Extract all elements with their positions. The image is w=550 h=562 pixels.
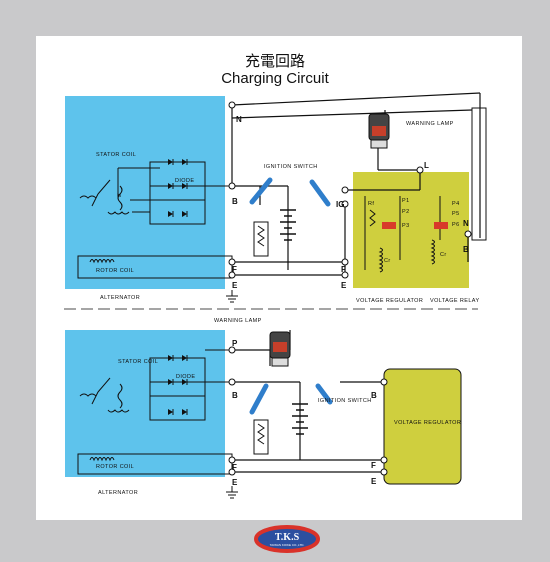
terminal-b-reg-top: B — [463, 245, 469, 254]
warning-lamp-icon-bottom — [269, 331, 291, 367]
terminal-f-top: F — [232, 265, 237, 274]
resistor-icon — [253, 221, 269, 257]
terminal-f-reg-bottom: F — [371, 461, 376, 470]
diode-label-top: DIODE — [175, 178, 194, 184]
ignition-switch-blade-top — [309, 179, 331, 207]
stator-coil-top — [79, 167, 160, 215]
terminal-p-bottom: P — [232, 339, 238, 348]
terminal-e-bottom: E — [232, 478, 238, 487]
terminal-b-bottom: B — [232, 391, 238, 400]
ignition-switch-label-top: IGNITION SWITCH — [264, 164, 318, 170]
regulator-box-bottom — [383, 368, 462, 485]
title-english: Charging Circuit — [221, 70, 329, 87]
alternator-box-top — [65, 96, 225, 289]
logo-text: T.K.S — [275, 532, 300, 543]
terminal-f-bottom: F — [232, 463, 237, 472]
tks-logo: T.K.S TAIWAN KOIKE CO.,LTD. — [254, 525, 320, 553]
logo-subtext: TAIWAN KOIKE CO.,LTD. — [270, 543, 305, 547]
stator-coil-label-bottom: STATOR COIL — [118, 359, 158, 365]
rf-label: Rf — [368, 201, 374, 207]
regulator-box-top — [353, 172, 469, 288]
terminal-n-reg-top: N — [463, 219, 469, 228]
ignition-switch-label-bottom: IGNITION SWITCH — [318, 398, 372, 404]
top-diagram: STATOR COIL N DIODE ROTOR COIL ALTERNATO… — [64, 92, 487, 310]
terminal-e-top: E — [232, 281, 238, 290]
bottom-diagram: STATOR COIL DIODE ROTOR COIL ALTERNATOR … — [65, 318, 462, 499]
terminal-ig-top: IG — [336, 200, 344, 209]
rotor-coil-label-top: ROTOR COIL — [96, 268, 134, 274]
p2-label: P2 — [402, 209, 410, 215]
title-chinese: 充電回路 — [244, 52, 305, 70]
terminal-b-reg-bottom: B — [371, 391, 377, 400]
ignition-switch-blade-bottom — [315, 383, 333, 405]
diode-bridge-top — [130, 161, 232, 225]
terminal-b-top: B — [232, 197, 238, 206]
alternator-label-top: ALTERNATOR — [100, 295, 140, 301]
p4-label: P4 — [452, 201, 460, 207]
terminal-e-reg-top: E — [341, 281, 347, 290]
cr-label-2: Cr — [440, 252, 447, 258]
rotor-coil-label-bottom: ROTOR COIL — [96, 464, 134, 470]
terminal-e-reg-bottom: E — [371, 477, 377, 486]
alternator-label-bottom: ALTERNATOR — [98, 490, 138, 496]
ignition-switch-key-bottom — [249, 383, 269, 415]
diode-label-bottom: DIODE — [176, 374, 195, 380]
voltage-regulator-label-top: VOLTAGE REGULATOR — [356, 298, 423, 304]
terminal-l-top: L — [424, 161, 429, 170]
terminal-f-reg-top: F — [341, 265, 346, 274]
p3-label: P3 — [402, 223, 410, 229]
n-label-top: N — [117, 193, 121, 199]
cr-label-1: Cr — [384, 258, 391, 264]
voltage-regulator-label-bottom: VOLTAGE REGULATOR — [394, 420, 461, 426]
terminal-n-top: N — [236, 115, 242, 124]
battery-icon — [280, 209, 296, 241]
p5-label: P5 — [452, 211, 460, 217]
p1-label: P1 — [402, 198, 410, 204]
voltage-relay-label-top: VOLTAGE RELAY — [430, 298, 480, 304]
warning-lamp-label-bottom: WARNING LAMP — [214, 318, 262, 324]
contact-point-icon — [382, 222, 396, 229]
stator-coil-label-top: STATOR COIL — [96, 152, 136, 158]
ignition-switch-key-top — [249, 177, 273, 205]
contact-point-icon — [434, 222, 448, 229]
warning-lamp-label-top: WARNING LAMP — [406, 121, 454, 127]
alternator-box-bottom — [65, 330, 225, 477]
p6-label: P6 — [452, 222, 460, 228]
warning-lamp-icon — [368, 113, 390, 149]
